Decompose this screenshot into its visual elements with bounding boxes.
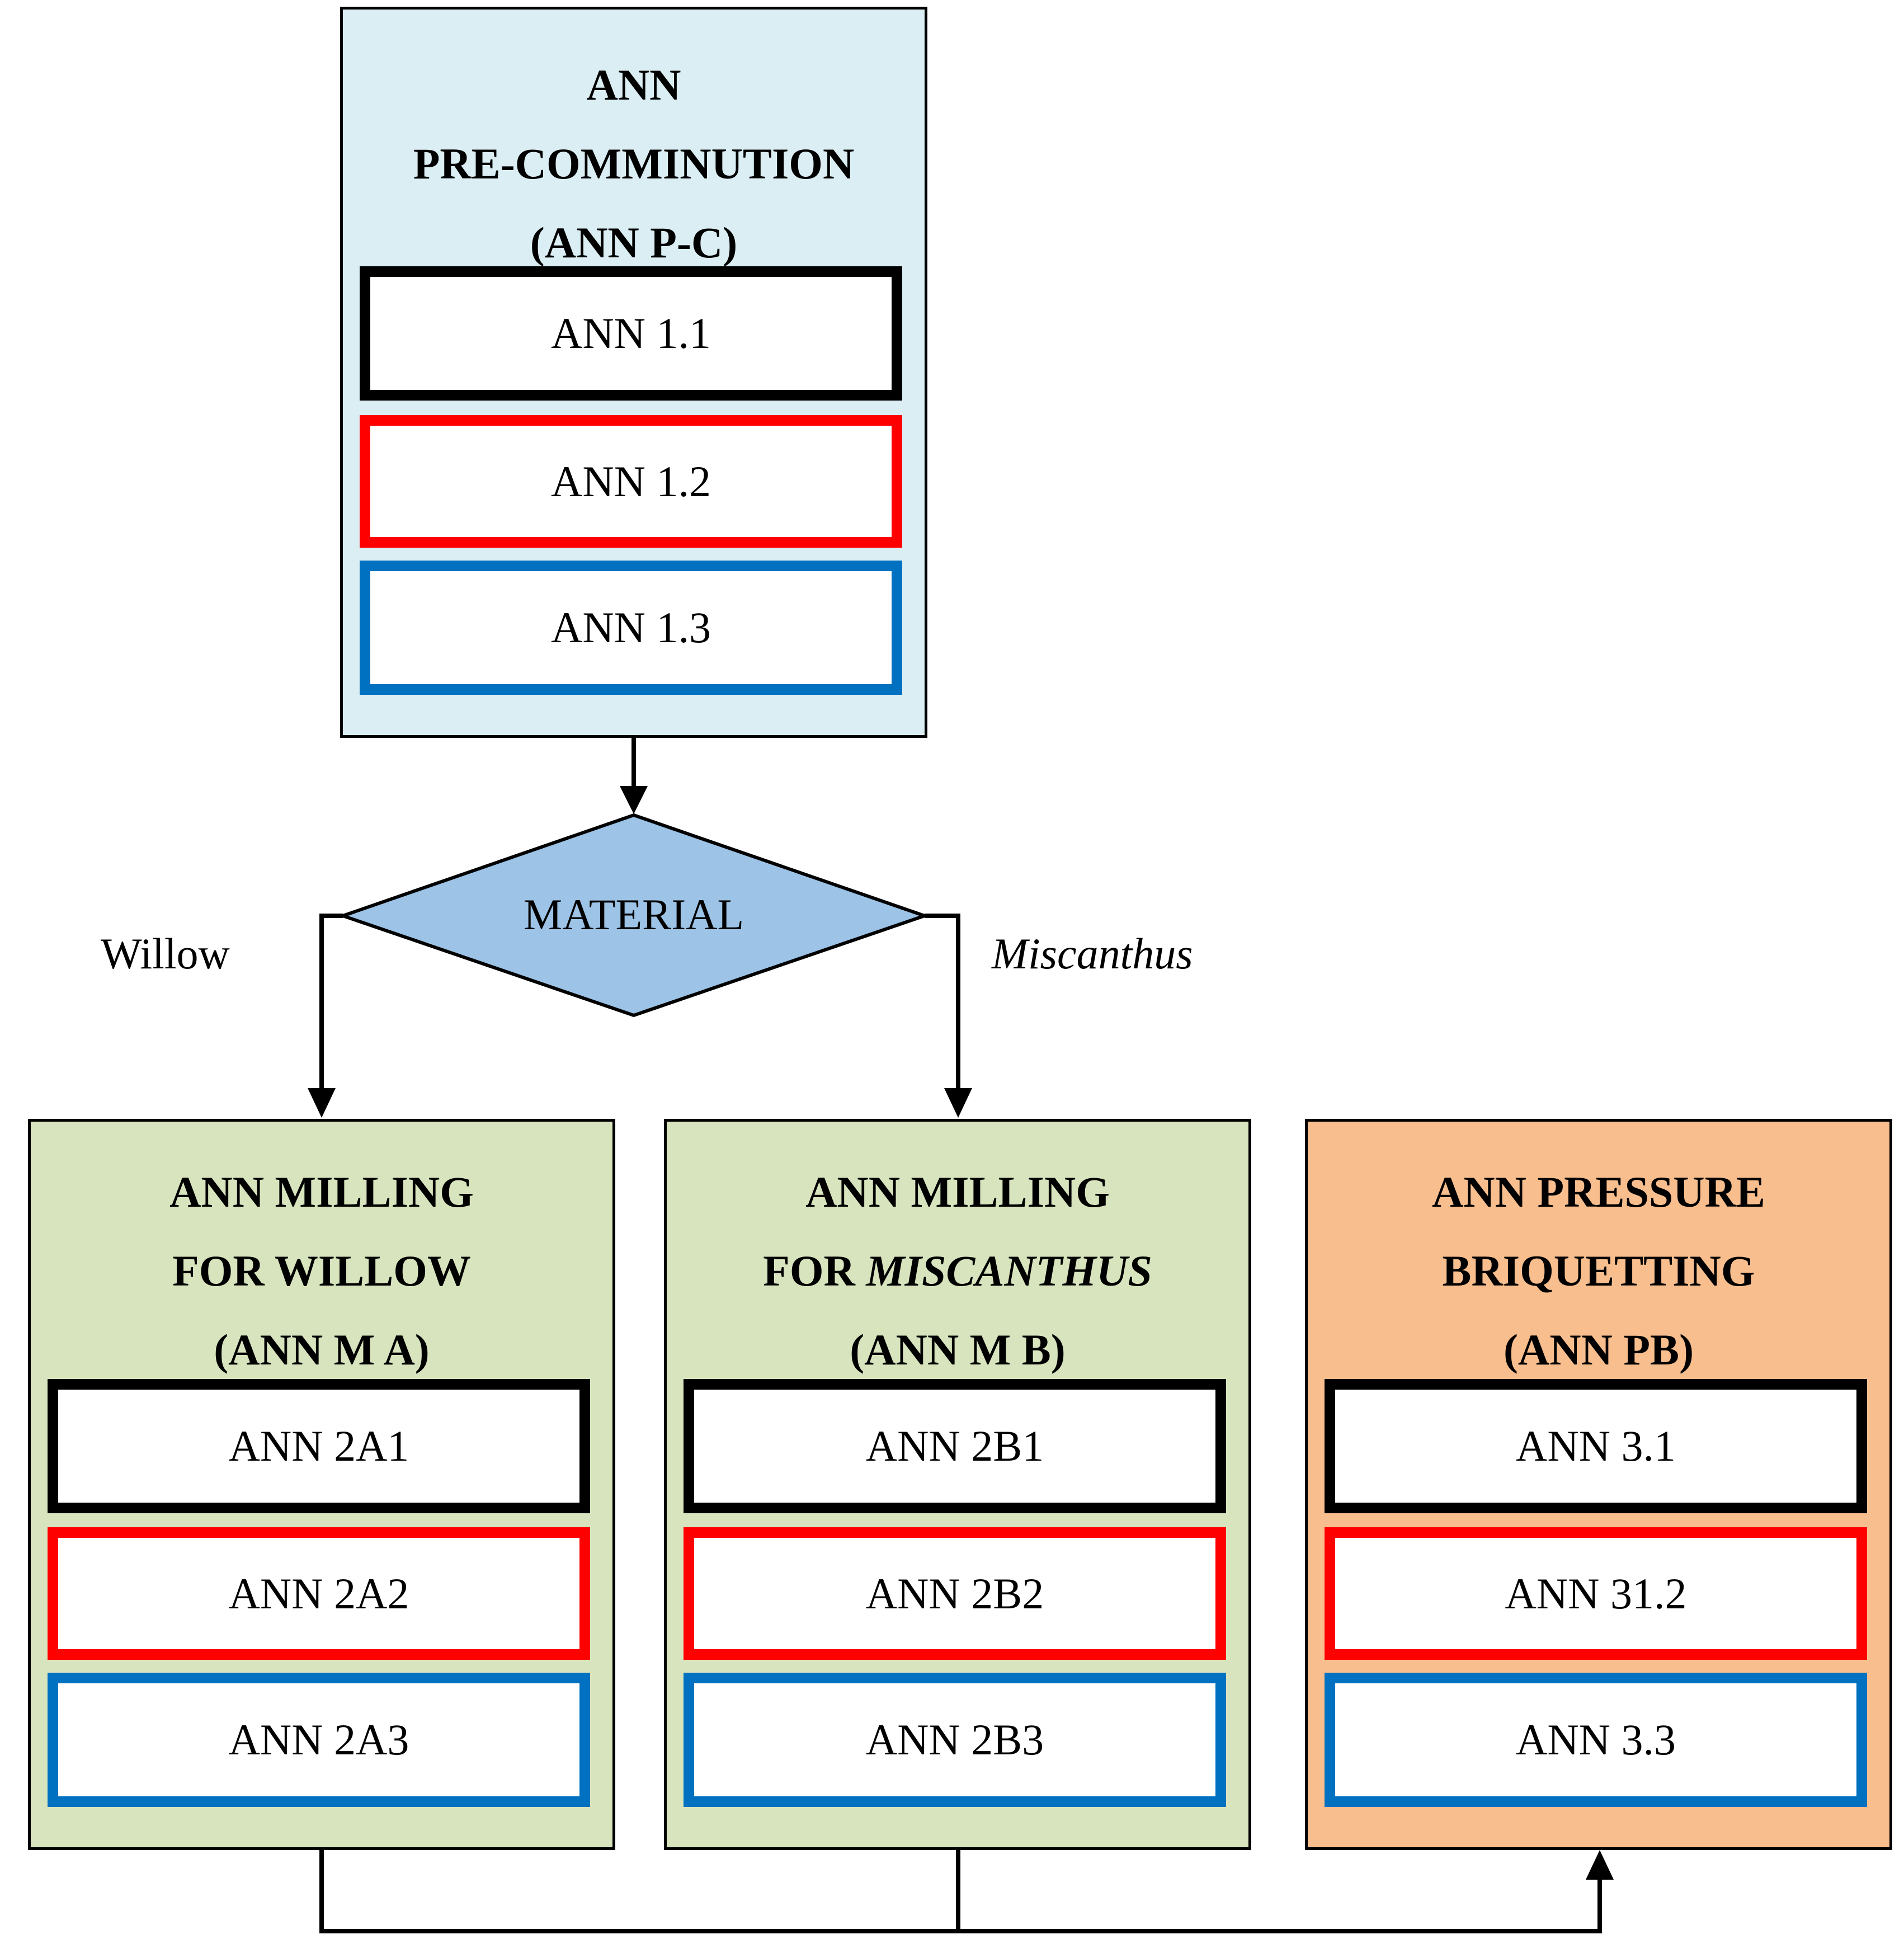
connector-milling-to-pressure (319, 1848, 1602, 1933)
connector-willow-branch (319, 914, 343, 1091)
milling-a-item-2: ANN 2A2 (48, 1527, 590, 1660)
pre-item-1: ANN 1.1 (360, 266, 902, 401)
material-label: MATERIAL (523, 890, 744, 939)
arrowhead-pressure (1586, 1850, 1614, 1880)
milling-b-item-3: ANN 2B3 (684, 1673, 1226, 1807)
pre-item-3: ANN 1.3 (360, 561, 902, 695)
pre-item-2: ANN 1.2 (360, 415, 902, 548)
pre-comminution-block: ANN PRE-COMMINUTION (ANN P-C) ANN 1.1 AN… (340, 7, 927, 738)
milling-a-title-line-1: ANN MILLING (169, 1168, 474, 1216)
milling-b-title-line-3: (ANN M B) (850, 1325, 1066, 1374)
milling-willow-block: ANN MILLING FOR WILLOW (ANN M A) ANN 2A1… (28, 1119, 615, 1850)
pre-comminution-title: ANN PRE-COMMINUTION (ANN P-C) (343, 45, 925, 282)
milling-willow-title: ANN MILLING FOR WILLOW (ANN M A) (31, 1152, 612, 1389)
pressure-title-line-1: ANN PRESSURE (1432, 1168, 1765, 1216)
pre-title-line-2: PRE-COMMINUTION (413, 139, 855, 188)
arrowhead-milling-a (308, 1088, 336, 1118)
milling-b-item-2: ANN 2B2 (684, 1527, 1226, 1660)
pressure-title-line-2: BRIQUETTING (1442, 1246, 1755, 1295)
milling-a-title-line-2: FOR WILLOW (172, 1246, 471, 1295)
pressure-item-1: ANN 3.1 (1325, 1379, 1867, 1513)
pre-title-line-3: (ANN P-C) (530, 218, 738, 267)
milling-b-item-1: ANN 2B1 (684, 1379, 1226, 1513)
pressure-briquetting-block: ANN PRESSURE BRIQUETTING (ANN PB) ANN 3.… (1305, 1119, 1892, 1850)
pressure-item-2: ANN 31.2 (1325, 1527, 1867, 1660)
connector-miscanthus-branch (925, 914, 960, 1091)
pre-title-line-1: ANN (586, 60, 681, 109)
arrowhead-milling-b (944, 1088, 972, 1118)
milling-b-title-prefix: FOR (763, 1246, 866, 1295)
milling-b-title-italic: MISCANTHUS (866, 1246, 1152, 1295)
milling-a-item-3: ANN 2A3 (48, 1673, 590, 1807)
pressure-briquetting-title: ANN PRESSURE BRIQUETTING (ANN PB) (1308, 1152, 1889, 1389)
milling-a-title-line-3: (ANN M A) (214, 1325, 430, 1374)
milling-miscanthus-title: ANN MILLING FOR MISCANTHUS (ANN M B) (667, 1152, 1248, 1389)
arrowhead-decision (620, 786, 648, 814)
willow-branch-label: Willow (101, 929, 230, 978)
material-decision-diamond (337, 813, 930, 1018)
pressure-item-3: ANN 3.3 (1325, 1673, 1867, 1807)
milling-b-title-line-2: FOR MISCANTHUS (667, 1231, 1248, 1310)
milling-a-item-1: ANN 2A1 (48, 1379, 590, 1513)
milling-miscanthus-block: ANN MILLING FOR MISCANTHUS (ANN M B) ANN… (664, 1119, 1251, 1850)
miscanthus-branch-label: Miscanthus (992, 929, 1193, 978)
pressure-title-line-3: (ANN PB) (1503, 1325, 1694, 1374)
milling-b-title-line-1: ANN MILLING (805, 1168, 1110, 1216)
